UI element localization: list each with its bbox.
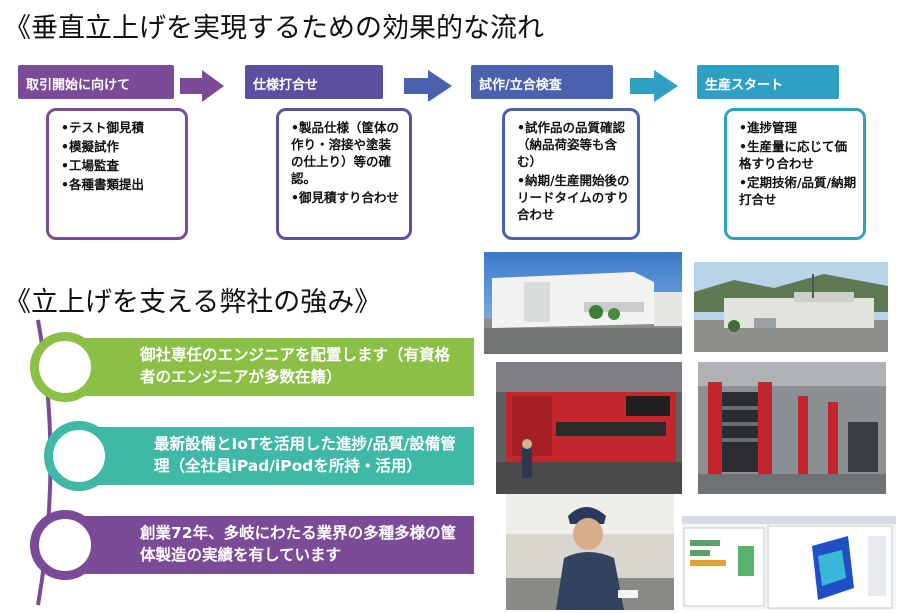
flow-step-1-item: •テスト御見積 (61, 120, 144, 135)
flow-step-3-header: 試作/立合検査 (471, 65, 613, 99)
flow-step-4-item: •生産量に応じて価格すり合わせ (739, 139, 847, 171)
section-subtitle: 《立上げを支える弊社の強み》 (4, 287, 382, 318)
worker-photo (506, 494, 674, 610)
flow-step-4-item: •進捗管理 (739, 120, 797, 135)
flow-step-2-box: •製品仕様（筐体の作り・溶接や塗装の仕上り）等の確認。 •御見積すり合わせ (276, 108, 412, 240)
flow-step-2-item: •製品仕様（筐体の作り・溶接や塗装の仕上り）等の確認。 (291, 120, 399, 186)
cad-software-screenshot (682, 516, 896, 610)
page-title: 《垂直立上げを実現するための効果的な流れ (4, 13, 544, 44)
strength-2-circle-icon (44, 421, 114, 491)
strength-2-bar: 最新設備とIoTを活用した進捗/品質/設備管理（全社員iPad/iPodを所持・… (86, 427, 474, 485)
strength-1-text: 御社専任のエンジニアを配置します（有資格者のエンジニアが多数在籍） (140, 346, 451, 386)
flow-step-1-box: •テスト御見積 •模擬試作 •工場監査 •各種書類提出 (46, 108, 188, 240)
strength-3-bar: 創業72年、多岐にわたる業界の多種多様の筐体製造の実績を有しています (72, 516, 474, 574)
flow-step-2-item: •御見積すり合わせ (291, 190, 399, 205)
flow-step-1-item: •模擬試作 (61, 139, 119, 154)
flow-step-1-item: •各種書類提出 (61, 177, 144, 192)
flow-step-4-item: •定期技術/品質/納期打合せ (739, 175, 857, 207)
flow-step-2-header: 仕様打合せ (245, 65, 383, 99)
strength-2-text: 最新設備とIoTを活用した進捗/品質/設備管理（全社員iPad/iPodを所持・… (154, 435, 456, 475)
arrow-right-icon (180, 70, 224, 102)
factory-exterior-photo (484, 252, 682, 354)
flow-step-1-item: •工場監査 (61, 158, 119, 173)
arrow-right-icon (404, 70, 452, 102)
flow-step-1-header: 取引開始に向けて (18, 65, 174, 99)
strength-3-text: 創業72年、多岐にわたる業界の多種多様の筐体製造の実績を有しています (140, 524, 457, 564)
arrow-right-icon (630, 70, 678, 102)
flow-step-3-item: •納期/生産開始後のリードタイムのすり合わせ (517, 173, 630, 222)
flow-step-3-item: •試作品の品質確認（納品荷姿等も含む） (517, 120, 625, 169)
press-brake-machine-photo (496, 362, 682, 494)
strength-1-bar: 御社専任のエンジニアを配置します（有資格者のエンジニアが多数在籍） (72, 338, 474, 396)
flow-step-4-box: •進捗管理 •生産量に応じて価格すり合わせ •定期技術/品質/納期打合せ (724, 108, 866, 240)
strength-1-circle-icon (30, 332, 100, 402)
flow-step-3-box: •試作品の品質確認（納品荷姿等も含む） •納期/生産開始後のリードタイムのすり合… (502, 108, 640, 240)
flow-step-4-header: 生産スタート (697, 65, 839, 99)
factory-entrance-photo (694, 262, 888, 352)
automated-storage-rack-photo (698, 362, 886, 494)
strength-3-circle-icon (30, 510, 100, 580)
